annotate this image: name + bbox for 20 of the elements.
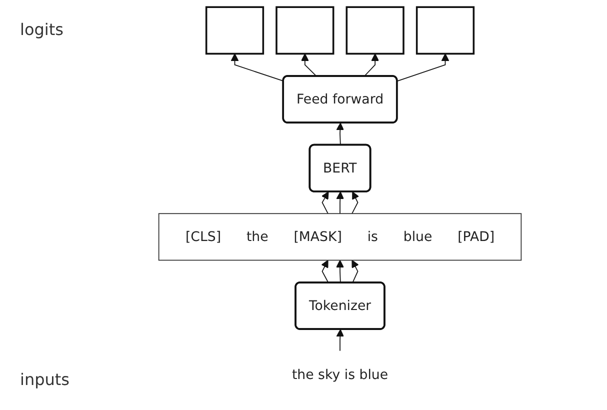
node-bar — [416, 6, 475, 55]
arrow — [321, 260, 329, 284]
arrow — [364, 53, 379, 77]
arrow — [301, 53, 318, 77]
arrow — [230, 53, 284, 82]
arrow — [336, 191, 344, 214]
annotation-label: inputs — [20, 370, 70, 389]
arrow — [336, 329, 344, 352]
arrow — [352, 191, 360, 214]
node-bar — [276, 6, 334, 55]
annotation-label: logits — [20, 20, 64, 39]
node-text: the sky is blue — [292, 366, 388, 382]
arrow — [352, 260, 359, 284]
arrow — [336, 260, 344, 284]
node-bar — [346, 6, 404, 55]
arrow — [396, 53, 450, 82]
arrow — [336, 122, 344, 146]
node-bar — [205, 6, 264, 55]
node-box: [CLS] the [MASK] is blue [PAD] — [158, 213, 522, 261]
arrow — [321, 191, 329, 214]
